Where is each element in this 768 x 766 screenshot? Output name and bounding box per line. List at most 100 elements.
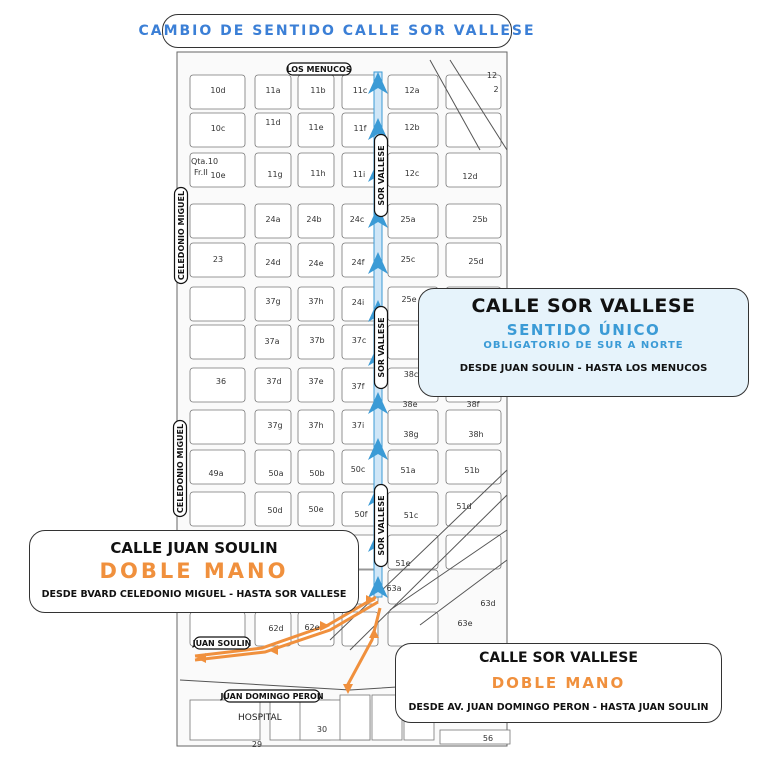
block-number: 51c [404, 511, 419, 520]
block-number: 29 [252, 740, 262, 749]
city-block [254, 152, 292, 188]
street-label-sor-vallese: SOR VALLESE [373, 305, 389, 390]
block-number: 11c [353, 86, 368, 95]
city-block [297, 242, 335, 278]
sor-vallese-south-orange-route [344, 607, 382, 689]
city-block [439, 729, 511, 745]
block-number: 12a [404, 86, 419, 95]
city-block [387, 242, 439, 278]
block-number: 24i [352, 298, 364, 307]
block-number: 38g [403, 430, 418, 439]
two-way-arrows [196, 595, 379, 694]
block-number: 10d [210, 86, 225, 95]
svg-text:CELEDONIO MIGUEL: CELEDONIO MIGUEL [176, 424, 185, 513]
north-arrow-icon [368, 72, 388, 94]
svg-text:SOR VALLESE: SOR VALLESE [377, 317, 386, 377]
street-label-celedonio-miguel: CELEDONIO MIGUEL [173, 186, 189, 285]
block-number: 24f [352, 258, 365, 267]
block-number: 24e [308, 259, 323, 268]
block-number: 11g [267, 170, 282, 179]
block-number: 51b [464, 466, 479, 475]
block-number: 11d [265, 118, 280, 127]
block-number: 11h [310, 169, 325, 178]
city-block [297, 367, 335, 403]
city-block [254, 242, 292, 278]
callout-detail: DESDE JUAN SOULIN - HASTA LOS MENUCOS [459, 363, 708, 374]
block-number: 51e [395, 559, 410, 568]
city-block [445, 409, 502, 445]
block-number: 50a [268, 469, 283, 478]
city-block [254, 112, 292, 148]
block-number: 10e [210, 171, 225, 180]
callout-title: CALLE JUAN SOULIN [110, 539, 278, 557]
city-block [445, 491, 502, 527]
block-number: 25c [401, 255, 416, 264]
north-arrow-icon [368, 252, 388, 274]
block-number: 25a [400, 215, 415, 224]
svg-text:JUAN SOULIN: JUAN SOULIN [192, 639, 252, 648]
city-block [387, 112, 439, 148]
city-block [189, 152, 246, 188]
north-arrow-icon [368, 206, 388, 228]
city-block [254, 324, 292, 360]
city-block [189, 74, 246, 110]
city-block [189, 449, 246, 485]
block-number: 37a [264, 337, 279, 346]
callout-sor-vallese-two-way: CALLE SOR VALLESE DOBLE MANO DESDE AV. J… [395, 643, 722, 723]
block-number: 49a [208, 469, 223, 478]
block-number: 10c [211, 124, 226, 133]
block-number: 38e [402, 400, 417, 409]
block-number: 63a [386, 584, 401, 593]
city-block [189, 112, 246, 148]
city-block [189, 324, 246, 360]
block-number: 38c [404, 370, 419, 379]
block-number: 37h [308, 421, 323, 430]
city-block [254, 409, 292, 445]
callout-subtitle: SENTIDO ÚNICO [506, 321, 661, 339]
title-banner: CAMBIO DE SENTIDO CALLE SOR VALLESE [138, 14, 534, 48]
city-block [189, 409, 246, 445]
block-number: 63d [480, 599, 495, 608]
callout-juan-soulin: CALLE JUAN SOULIN DOBLE MANO DESDE BVARD… [29, 530, 359, 613]
callout-subtitle: DOBLE MANO [99, 559, 289, 583]
block-number: 37d [266, 377, 281, 386]
callout-sor-vallese-one-way: CALLE SOR VALLESE SENTIDO ÚNICO OBLIGATO… [418, 288, 749, 397]
city-block [387, 203, 439, 239]
block-number: 37b [309, 336, 324, 345]
svg-text:SOR VALLESE: SOR VALLESE [377, 495, 386, 555]
callout-title: CALLE SOR VALLESE [471, 295, 696, 317]
juan-soulin-orange-route [194, 595, 379, 662]
hospital-label: HOSPITAL [238, 713, 282, 723]
city-block [254, 367, 292, 403]
city-block [189, 242, 246, 278]
north-arrow-icon [368, 576, 388, 598]
block-number: 50e [308, 505, 323, 514]
block-number: 11a [265, 86, 280, 95]
block-number: 2 [493, 85, 498, 94]
block-number: 12b [404, 123, 419, 132]
block-number: 56 [483, 734, 493, 743]
city-block [445, 152, 502, 188]
city-block [297, 286, 335, 322]
block-number: 51d [456, 502, 471, 511]
block-number: 50b [309, 469, 324, 478]
block-number: 37g [267, 421, 282, 430]
block-number: 50d [267, 506, 282, 515]
street-label-los-menucos: LOS MENUCOS [286, 62, 352, 76]
svg-text:JUAN DOMINGO PERON: JUAN DOMINGO PERON [219, 692, 323, 701]
city-block [387, 449, 439, 485]
block-number: 12 [487, 71, 497, 80]
block-number: 12c [405, 169, 420, 178]
block-number: 37f [352, 382, 365, 391]
city-block [387, 409, 439, 445]
street-label-juan-domingo-peron: JUAN DOMINGO PERON [219, 689, 324, 703]
street-label-juan-soulin: JUAN SOULIN [192, 636, 252, 650]
fraction-label: Fr.II [194, 168, 208, 177]
block-number: 37h [308, 297, 323, 306]
svg-text:CELEDONIO MIGUEL: CELEDONIO MIGUEL [177, 191, 186, 280]
city-block [189, 699, 261, 741]
page-title: CAMBIO DE SENTIDO CALLE SOR VALLESE [138, 23, 536, 39]
city-block [297, 152, 335, 188]
